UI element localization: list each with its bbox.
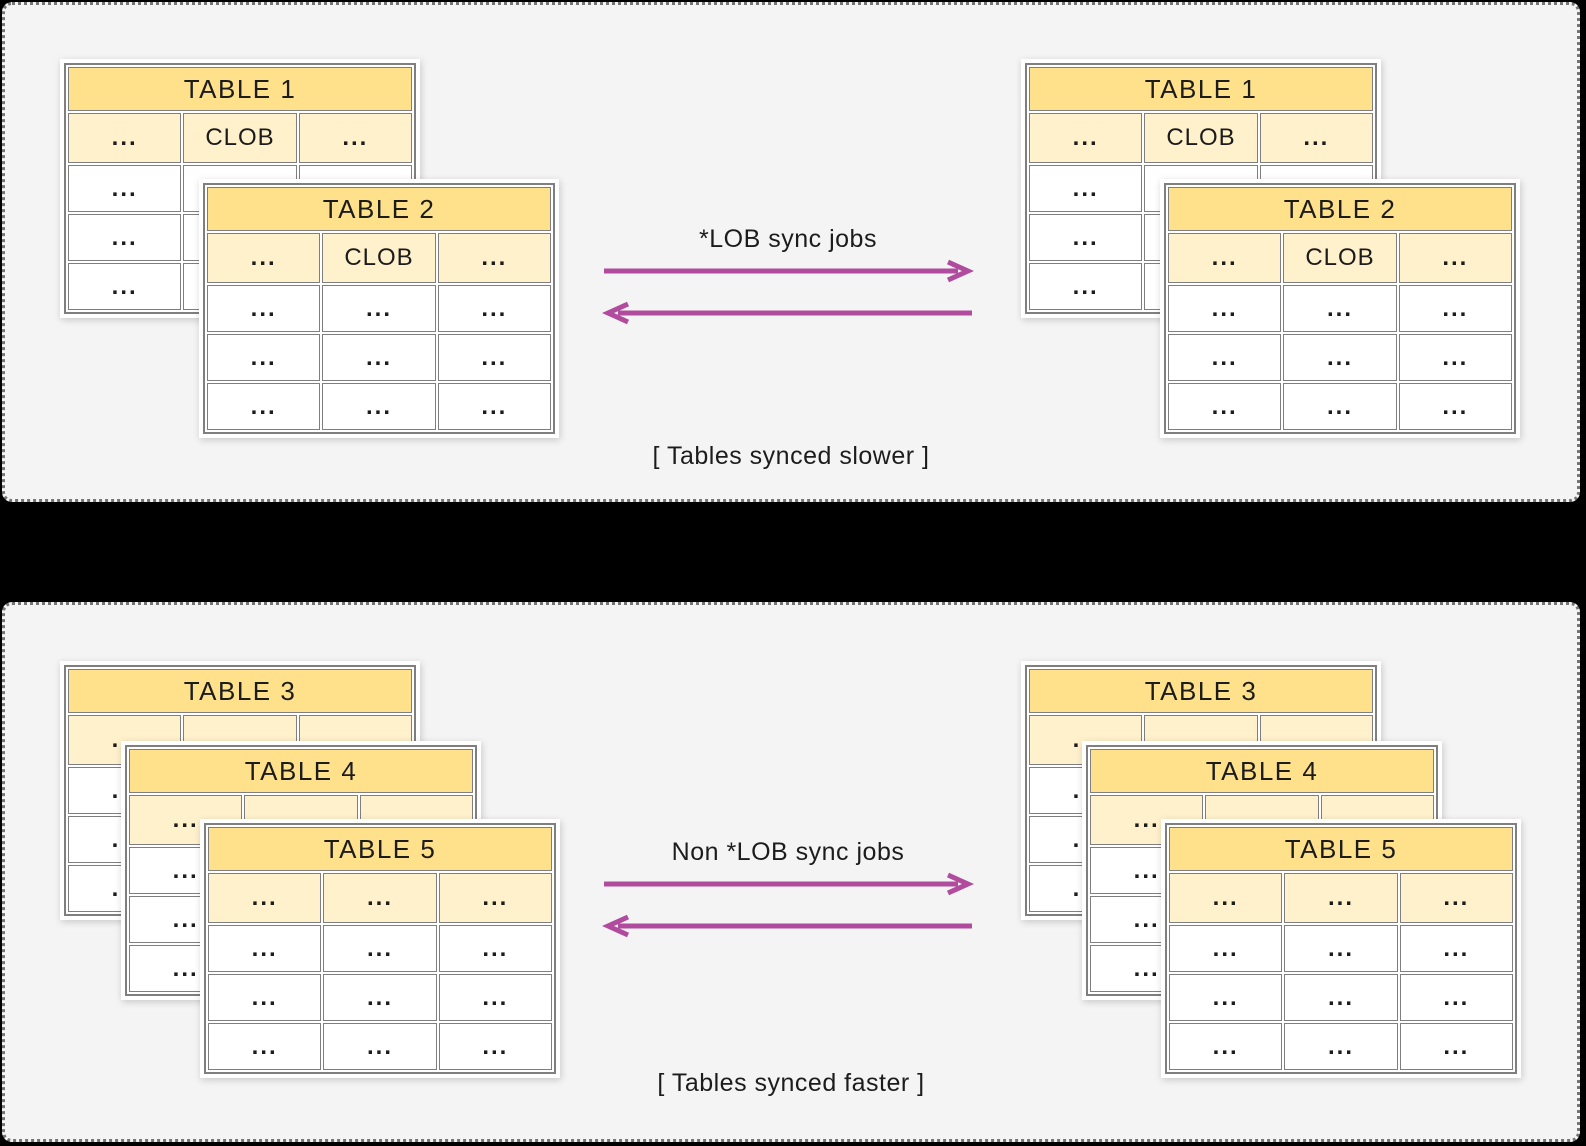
- body-cell: ...: [68, 214, 182, 261]
- body-cell: ...: [1284, 1023, 1398, 1070]
- table2-source-card: TABLE 2...CLOB..........................…: [199, 179, 559, 438]
- table-title: TABLE 5: [1169, 827, 1513, 871]
- body-cell: ...: [1398, 383, 1512, 430]
- table-title: TABLE 3: [1029, 669, 1373, 713]
- body-cell: ...: [437, 285, 551, 332]
- body-cell: ...: [68, 165, 182, 212]
- sync-arrow-left-icon: [602, 914, 972, 938]
- column-header-cell: ...: [1169, 873, 1283, 923]
- body-cell: ...: [322, 383, 436, 430]
- body-cell: ...: [438, 974, 552, 1021]
- table-title: TABLE 1: [68, 67, 412, 111]
- data-table: TABLE 2...CLOB..........................…: [203, 183, 555, 434]
- body-cell: ...: [1399, 1023, 1513, 1070]
- column-header-cell: ...: [437, 233, 551, 283]
- column-header-cell: ...: [68, 113, 182, 163]
- body-cell: ...: [1029, 214, 1143, 261]
- column-header-cell: CLOB: [1283, 233, 1397, 283]
- body-cell: ...: [1398, 285, 1512, 332]
- body-cell: ...: [323, 1023, 437, 1070]
- table-title: TABLE 1: [1029, 67, 1373, 111]
- body-cell: ...: [207, 334, 321, 381]
- body-cell: ...: [322, 334, 436, 381]
- body-cell: ...: [1029, 263, 1143, 310]
- body-cell: ...: [68, 263, 182, 310]
- body-cell: ...: [1283, 285, 1397, 332]
- column-header-cell: ...: [1284, 873, 1398, 923]
- body-cell: ...: [1169, 925, 1283, 972]
- column-header-cell: ...: [298, 113, 412, 163]
- table-title: TABLE 2: [207, 187, 551, 231]
- body-cell: ...: [1284, 974, 1398, 1021]
- table2-target-card: TABLE 2...CLOB..........................…: [1160, 179, 1520, 438]
- body-cell: ...: [437, 334, 551, 381]
- body-cell: ...: [438, 925, 552, 972]
- lob-sync-jobs-group: *LOB sync jobs: [598, 225, 978, 325]
- body-cell: ...: [438, 1023, 552, 1070]
- body-cell: ...: [208, 925, 322, 972]
- column-header-cell: ...: [1399, 873, 1513, 923]
- body-cell: ...: [1283, 383, 1397, 430]
- body-cell: ...: [323, 974, 437, 1021]
- body-cell: ...: [1284, 925, 1398, 972]
- column-header-cell: ...: [208, 873, 322, 923]
- sync-arrow-right-icon: [604, 872, 974, 896]
- non-lob-sync-jobs-group: Non *LOB sync jobs: [598, 838, 978, 938]
- body-cell: ...: [1169, 1023, 1283, 1070]
- non-lob-sync-caption: [ Tables synced faster ]: [657, 1069, 925, 1097]
- lob-sync-caption: [ Tables synced slower ]: [652, 442, 930, 470]
- body-cell: ...: [1399, 925, 1513, 972]
- body-cell: ...: [437, 383, 551, 430]
- body-cell: ...: [208, 974, 322, 1021]
- body-cell: ...: [323, 925, 437, 972]
- body-cell: ...: [1283, 334, 1397, 381]
- column-header-cell: ...: [1259, 113, 1373, 163]
- column-header-cell: ...: [1168, 233, 1282, 283]
- body-cell: ...: [1169, 974, 1283, 1021]
- body-cell: ...: [207, 285, 321, 332]
- column-header-cell: ...: [207, 233, 321, 283]
- table-title: TABLE 4: [1090, 749, 1434, 793]
- lob-sync-jobs-label: *LOB sync jobs: [699, 225, 877, 253]
- table-title: TABLE 5: [208, 827, 552, 871]
- body-cell: ...: [1168, 334, 1282, 381]
- table-title: TABLE 2: [1168, 187, 1512, 231]
- body-cell: ...: [207, 383, 321, 430]
- table5-source-card: TABLE 5.................................…: [200, 819, 560, 1078]
- column-header-cell: ...: [438, 873, 552, 923]
- body-cell: ...: [1399, 974, 1513, 1021]
- body-cell: ...: [1398, 334, 1512, 381]
- data-table: TABLE 2...CLOB..........................…: [1164, 183, 1516, 434]
- column-header-cell: ...: [1029, 113, 1143, 163]
- sync-arrow-right-icon: [604, 259, 974, 283]
- body-cell: ...: [1168, 285, 1282, 332]
- body-cell: ...: [1168, 383, 1282, 430]
- sync-arrow-left-icon: [602, 301, 972, 325]
- body-cell: ...: [322, 285, 436, 332]
- column-header-cell: ...: [323, 873, 437, 923]
- column-header-cell: ...: [1398, 233, 1512, 283]
- non-lob-sync-jobs-label: Non *LOB sync jobs: [671, 838, 905, 866]
- data-table: TABLE 5.................................…: [1165, 823, 1517, 1074]
- column-header-cell: CLOB: [183, 113, 297, 163]
- table5-target-card: TABLE 5.................................…: [1161, 819, 1521, 1078]
- panel-lob-sync: TABLE 1...CLOB..........................…: [2, 2, 1580, 502]
- data-table: TABLE 5.................................…: [204, 823, 556, 1074]
- panel-non-lob-sync: TABLE 3.................................…: [2, 602, 1580, 1142]
- column-header-cell: CLOB: [1144, 113, 1258, 163]
- table-title: TABLE 4: [129, 749, 473, 793]
- table-title: TABLE 3: [68, 669, 412, 713]
- body-cell: ...: [1029, 165, 1143, 212]
- body-cell: ...: [208, 1023, 322, 1070]
- column-header-cell: CLOB: [322, 233, 436, 283]
